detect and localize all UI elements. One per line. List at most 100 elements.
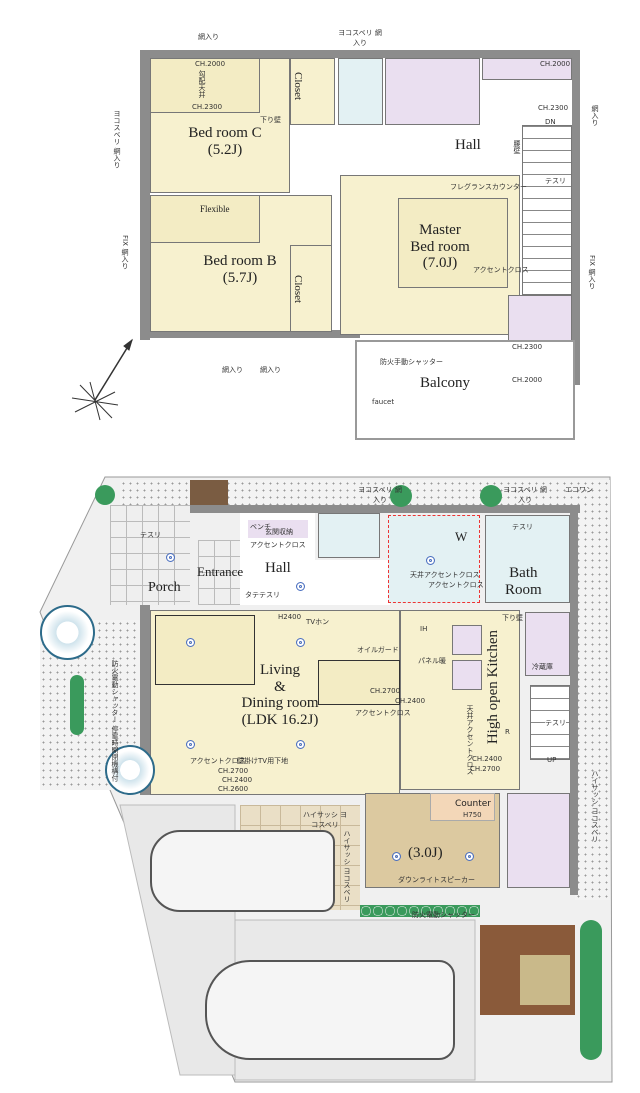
note: アクセントクロス xyxy=(355,709,411,717)
wall xyxy=(140,505,580,513)
room-label: W xyxy=(455,529,468,544)
note: 網入り xyxy=(591,105,599,126)
bed xyxy=(150,195,260,243)
room-name: Master xyxy=(419,222,461,238)
wall xyxy=(572,50,580,385)
garden-east xyxy=(575,480,610,900)
bathroom xyxy=(485,515,570,603)
cabinet xyxy=(452,660,482,690)
room-label: Hall xyxy=(455,137,481,153)
tree-icon xyxy=(480,485,502,507)
note: 防火手動シャッター xyxy=(380,358,443,366)
note: 勾配天井 xyxy=(198,70,206,98)
light-icon xyxy=(166,553,175,562)
entrance-storage xyxy=(248,520,308,538)
porch xyxy=(110,505,190,605)
note: R xyxy=(505,728,510,736)
flexible-label: Flexible xyxy=(200,204,230,214)
note: タテテスリ xyxy=(245,591,280,599)
note: アクセントクロス xyxy=(473,266,529,274)
shrub-icon xyxy=(70,675,84,735)
shrub-icon xyxy=(580,920,602,1060)
note: CH.2300 xyxy=(512,343,543,351)
counter-label: Counter xyxy=(455,799,491,809)
dining-table xyxy=(318,660,400,705)
note: 玄関収納 xyxy=(265,528,293,536)
note: 網入り xyxy=(222,366,243,374)
note: アクセントクロス xyxy=(190,757,246,765)
note: ダウンライトスピーカー xyxy=(398,876,475,884)
note: CH.2400 xyxy=(472,755,503,763)
note: 下り壁 xyxy=(260,116,281,124)
note: テスリ xyxy=(545,718,566,728)
car-compact xyxy=(150,830,335,912)
room-label: Balcony xyxy=(420,375,470,391)
tree-icon xyxy=(40,605,95,660)
room-name: Room xyxy=(505,581,542,598)
stairs-upper[interactable] xyxy=(522,125,572,295)
car-sedan xyxy=(205,960,455,1060)
note: 腰壁 xyxy=(513,140,521,154)
wall xyxy=(140,50,150,340)
compass-icon xyxy=(71,338,133,421)
light-icon xyxy=(426,556,435,565)
note: ベンチ xyxy=(250,523,271,531)
light-icon xyxy=(392,852,401,861)
note: UP xyxy=(547,756,557,764)
note: ヨコスベリ 網入り xyxy=(113,110,121,169)
room-name: & xyxy=(274,678,286,695)
room-name: High open xyxy=(485,681,501,745)
wall xyxy=(570,505,578,895)
steps xyxy=(190,480,228,508)
room-name: Dining room xyxy=(241,695,319,711)
note: CH.2600 xyxy=(218,785,249,793)
note: パネル暖 xyxy=(418,657,446,665)
note: 網入り xyxy=(260,366,281,374)
note: CH.2700 xyxy=(370,687,401,695)
note: DN xyxy=(545,118,556,126)
light-icon xyxy=(296,740,305,749)
note: 壁掛けTV用下地 xyxy=(237,757,289,765)
room-size: (5.2J) xyxy=(207,141,243,158)
toilet-ground xyxy=(318,513,380,558)
closet-c xyxy=(290,58,335,125)
note: faucet xyxy=(372,398,395,406)
note: FIX 網入り xyxy=(588,255,596,290)
hall-ground xyxy=(240,560,390,605)
note: ヨコスベリ 網入り xyxy=(503,486,547,504)
note: テスリ xyxy=(512,523,533,531)
note: 冷蔵庫 xyxy=(532,663,553,671)
tree-icon xyxy=(105,745,155,795)
room-label: Entrance xyxy=(196,564,244,579)
bed xyxy=(150,58,260,113)
note: 天井アクセントクロス xyxy=(410,571,480,579)
room-name: Kitchen xyxy=(485,630,501,678)
note: H2400 xyxy=(278,613,302,621)
note: H750 xyxy=(463,811,482,819)
room-name: Bed room C xyxy=(188,125,262,141)
cabinet xyxy=(452,625,482,655)
note: IH xyxy=(420,625,428,633)
note: CH.2700 xyxy=(470,765,501,773)
hall-upper xyxy=(290,125,522,175)
counter xyxy=(430,793,495,821)
room-label: Hall xyxy=(265,560,291,576)
note: エコワン xyxy=(565,486,593,494)
hedge-icon xyxy=(360,905,480,917)
wall xyxy=(140,50,580,58)
note: CH.2700 xyxy=(218,767,249,775)
light-icon xyxy=(296,582,305,591)
room-label: Bed room B(5.7J) xyxy=(180,253,300,286)
closet-label: Closet xyxy=(292,275,305,304)
note: ハイサッシ ヨコスベリ xyxy=(302,811,348,829)
note: アクセントクロス xyxy=(250,541,306,549)
toilet-upper xyxy=(338,58,383,125)
note: FIX 網入り xyxy=(121,235,129,270)
storage-ground xyxy=(507,793,570,888)
closet-b xyxy=(290,245,332,332)
note: アクセントクロス xyxy=(428,581,484,589)
note: 天井アクセントクロス xyxy=(466,705,474,775)
bed xyxy=(398,198,508,288)
note: フレグランスカウンター xyxy=(450,183,527,191)
